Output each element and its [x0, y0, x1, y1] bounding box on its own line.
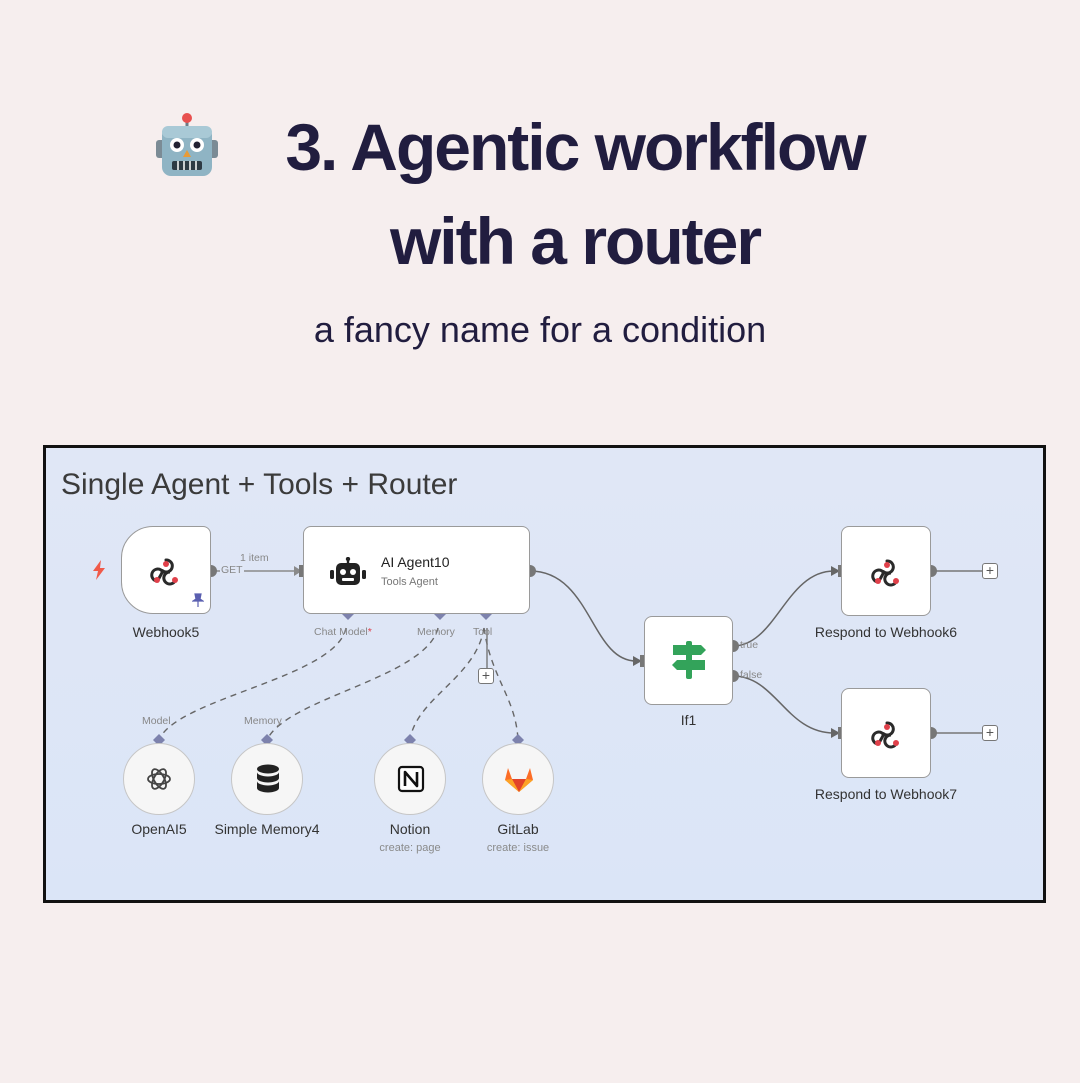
ai-agent10-node[interactable]: AI Agent10 Tools Agent [303, 526, 530, 614]
simple-memory4-node[interactable] [231, 743, 303, 815]
notion-label: Notion [389, 821, 431, 837]
gitlab-label: GitLab [497, 821, 539, 837]
edge-tool-notion [409, 627, 485, 741]
simple-memory4-label: Simple Memory4 [214, 821, 320, 837]
edge-items-count: 1 item [240, 552, 269, 564]
webhook5-node[interactable] [121, 526, 211, 614]
gitlab-sublabel: create: issue [486, 842, 550, 854]
port-chat-model-label: Chat Model* [314, 626, 372, 638]
edge-method-badge: GET [220, 564, 244, 576]
openai5-label: OpenAI5 [131, 821, 187, 837]
edge-if-false [732, 675, 835, 734]
edge-if-true [732, 570, 835, 647]
page-title-line1: 3. Agentic workflow [285, 110, 866, 184]
openai5-node[interactable] [123, 743, 195, 815]
pin-icon [192, 593, 204, 607]
robot-face-icon [156, 113, 218, 176]
notion-icon [397, 765, 425, 793]
respond-to-webhook7-node[interactable] [841, 688, 931, 778]
respond-to-webhook7-label: Respond to Webhook7 [814, 786, 958, 802]
respond-to-webhook6-node[interactable] [841, 526, 931, 616]
if1-label: If1 [680, 712, 697, 728]
webhook-icon [150, 558, 178, 586]
workflow-canvas[interactable]: Single Agent + Tools + Router [43, 445, 1046, 903]
port-tool-label: Tool [473, 626, 493, 638]
ai-agent10-label: AI Agent10 [381, 554, 450, 570]
if-false-label: false [740, 669, 763, 681]
ai-agent10-sublabel: Tools Agent [381, 576, 438, 588]
port-memory-in-label: Memory [244, 715, 282, 727]
if-true-label: true [740, 639, 759, 651]
edge-memory-simplememory [266, 627, 439, 741]
openai-icon [147, 768, 171, 790]
page-subtitle: a fancy name for a condition [313, 309, 767, 350]
if1-node[interactable] [644, 616, 733, 705]
port-memory-label: Memory [417, 626, 455, 638]
webhook-icon [871, 559, 899, 587]
respond-to-webhook6-label: Respond to Webhook6 [814, 624, 958, 640]
gitlab-node[interactable] [482, 743, 554, 815]
add-tool-button[interactable]: + [478, 668, 494, 684]
webhook5-label: Webhook5 [132, 624, 200, 640]
port-model-label: Model [142, 715, 171, 727]
gitlab-icon [505, 768, 533, 792]
notion-node[interactable] [374, 743, 446, 815]
page-title-line2: with a router [389, 204, 762, 278]
trigger-bolt-icon [93, 560, 105, 580]
add-node-after-respond7-button[interactable]: + [982, 725, 998, 741]
edge-chatmodel-openai [158, 627, 347, 741]
signpost-icon [672, 641, 706, 679]
edge-agent-if [529, 570, 637, 662]
canvas-title: Single Agent + Tools + Router [61, 468, 458, 501]
edge-tool-gitlab [483, 627, 519, 741]
robot-icon [330, 557, 366, 585]
add-node-after-respond6-button[interactable]: + [982, 563, 998, 579]
database-icon [257, 764, 279, 793]
notion-sublabel: create: page [379, 842, 441, 854]
webhook-icon [871, 721, 899, 749]
